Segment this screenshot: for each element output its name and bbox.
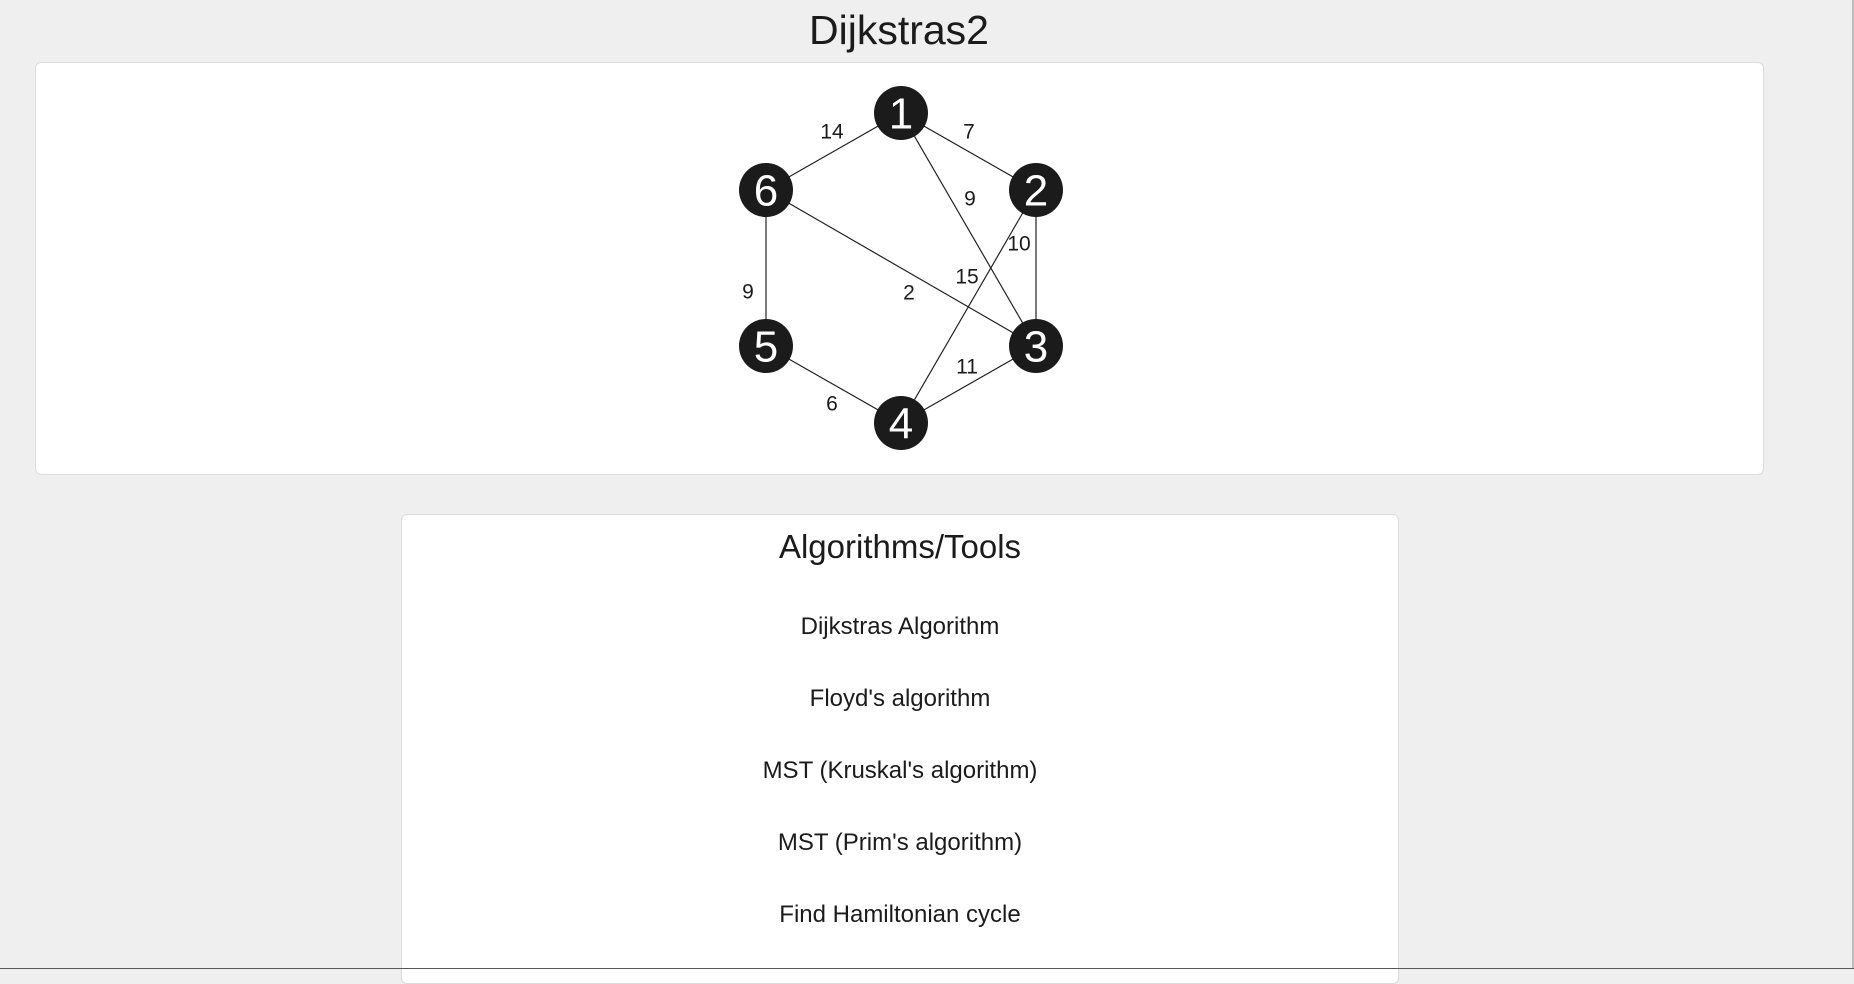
- node-label: 1: [889, 90, 913, 139]
- tool-label[interactable]: Dijkstras Algorithm: [800, 613, 1000, 640]
- node-circle[interactable]: [1009, 163, 1063, 217]
- nodes-layer: 1 2 3 4 5 6: [739, 86, 1063, 450]
- node-label: 5: [754, 323, 778, 372]
- tools-list: Dijkstras Algorithm Floyd's algorithm MS…: [402, 607, 1398, 967]
- edge-weight-1-2[interactable]: 7: [963, 121, 975, 144]
- graph-canvas[interactable]: 7 14 9 10 15 2 9 6 11 1 2 3 4 5 6: [36, 63, 1763, 474]
- edge-weight-2-3[interactable]: 10: [1007, 233, 1030, 256]
- node-label: 6: [754, 167, 778, 216]
- node-5[interactable]: 5: [739, 319, 793, 373]
- node-4[interactable]: 4: [874, 396, 928, 450]
- edge-weight-2-4[interactable]: 15: [955, 266, 978, 289]
- node-circle[interactable]: [739, 163, 793, 217]
- tool-mst-kruskal[interactable]: MST (Kruskal's algorithm): [402, 751, 1398, 823]
- node-6[interactable]: 6: [739, 163, 793, 217]
- weights-layer: 7 14 9 10 15 2 9 6 11: [742, 121, 1031, 416]
- tool-floyds-algorithm[interactable]: Floyd's algorithm: [402, 679, 1398, 751]
- page-title: Dijkstras2: [809, 7, 989, 53]
- edge-1-3[interactable]: [900, 112, 1037, 347]
- tool-mst-prim[interactable]: MST (Prim's algorithm): [402, 823, 1398, 895]
- tool-label[interactable]: Floyd's algorithm: [809, 685, 991, 712]
- node-circle[interactable]: [874, 86, 928, 140]
- tool-dijkstras-algorithm[interactable]: Dijkstras Algorithm: [402, 607, 1398, 679]
- tools-title: Algorithms/Tools: [778, 528, 1022, 565]
- node-circle[interactable]: [739, 319, 793, 373]
- edges-layer: [765, 112, 1037, 424]
- tool-label[interactable]: Find Hamiltonian cycle: [779, 901, 1021, 928]
- node-3[interactable]: 3: [1009, 319, 1063, 373]
- tool-label[interactable]: MST (Kruskal's algorithm): [762, 757, 1038, 784]
- tool-hamiltonian-cycle[interactable]: Find Hamiltonian cycle: [402, 895, 1398, 967]
- edge-weight-4-3[interactable]: 11: [956, 356, 978, 379]
- tools-panel: Algorithms/Tools Dijkstras Algorithm Flo…: [401, 514, 1399, 984]
- edge-weight-5-4[interactable]: 6: [826, 393, 838, 416]
- edge-weight-1-6[interactable]: 14: [820, 121, 844, 144]
- node-circle[interactable]: [874, 396, 928, 450]
- node-circle[interactable]: [1009, 319, 1063, 373]
- edge-weight-1-3[interactable]: 9: [964, 188, 976, 211]
- node-2[interactable]: 2: [1009, 163, 1063, 217]
- edge-6-3[interactable]: [765, 189, 1037, 347]
- node-label: 4: [889, 400, 913, 449]
- tool-label[interactable]: MST (Prim's algorithm): [777, 829, 1023, 856]
- edge-weight-6-5[interactable]: 9: [742, 281, 754, 304]
- graph-panel: 7 14 9 10 15 2 9 6 11 1 2 3 4 5 6: [35, 62, 1764, 475]
- node-label: 2: [1024, 167, 1048, 216]
- edge-weight-6-3[interactable]: 2: [903, 282, 915, 305]
- window-edge: [1852, 0, 1854, 969]
- node-1[interactable]: 1: [874, 86, 928, 140]
- node-label: 3: [1024, 323, 1048, 372]
